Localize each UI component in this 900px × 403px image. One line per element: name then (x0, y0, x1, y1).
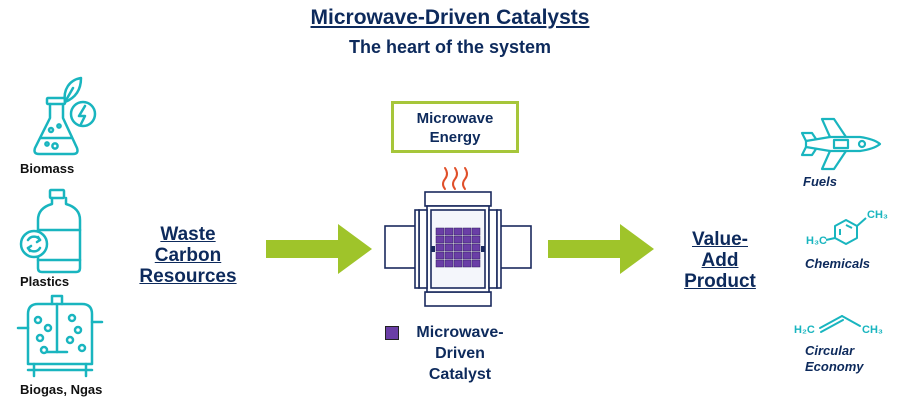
reactor-diagram (384, 191, 532, 307)
page-title: Microwave-Driven Catalysts (310, 6, 590, 29)
catalyst-legend-swatch (385, 326, 399, 340)
flask-leaf-icon (33, 76, 97, 156)
chemicals-formula-a: CH₃ (867, 209, 888, 221)
microwave-energy-box: Microwave Energy (391, 101, 519, 153)
energy-label-line1: Microwave (416, 110, 494, 127)
circular-formula-a: H₂C (794, 324, 815, 336)
product-label-chemicals: Chemicals (805, 256, 871, 271)
input-label-line2: Carbon (154, 245, 222, 266)
source-label-plastics: Plastics (20, 274, 70, 289)
jet-fuel-icon (800, 117, 882, 171)
input-label: Waste Carbon Resources (126, 224, 250, 287)
output-label-line1: Value- (692, 229, 748, 250)
output-label-line3: Product (684, 271, 756, 292)
heat-waves-icon (442, 167, 468, 190)
circular-formula-b: CH₃ (862, 324, 883, 336)
toluene-structure-icon: CH₃ H₃C (806, 209, 888, 247)
product-label-circular: Circular Economy (805, 343, 864, 375)
chemicals-formula-b: H₃C (806, 235, 827, 247)
page-subtitle: The heart of the system (348, 37, 552, 57)
catalyst-label-line1: Microwave- (416, 324, 504, 341)
propylene-structure-icon: H₂C CH₃ (794, 315, 883, 336)
flow-arrow-left (266, 224, 372, 274)
circular-label-line2: Economy (805, 359, 864, 374)
catalyst-label: Microwave- Driven Catalyst (400, 322, 520, 385)
energy-label-line2: Energy (429, 129, 481, 146)
source-label-biogas: Biogas, Ngas (20, 382, 103, 397)
input-label-line1: Waste (160, 224, 216, 245)
flow-arrow-right (548, 224, 654, 274)
product-label-fuels: Fuels (803, 174, 837, 189)
plastic-bottle-recycle-icon (19, 188, 82, 274)
input-label-line3: Resources (139, 266, 237, 287)
catalyst-label-line3: Catalyst (428, 366, 492, 383)
digester-tank-icon (16, 294, 104, 378)
catalyst-label-line2: Driven (435, 345, 485, 362)
source-label-biomass: Biomass (20, 161, 75, 176)
output-label: Value- Add Product (672, 229, 768, 292)
output-label-line2: Add (701, 250, 739, 271)
circular-label-line1: Circular (805, 343, 855, 358)
